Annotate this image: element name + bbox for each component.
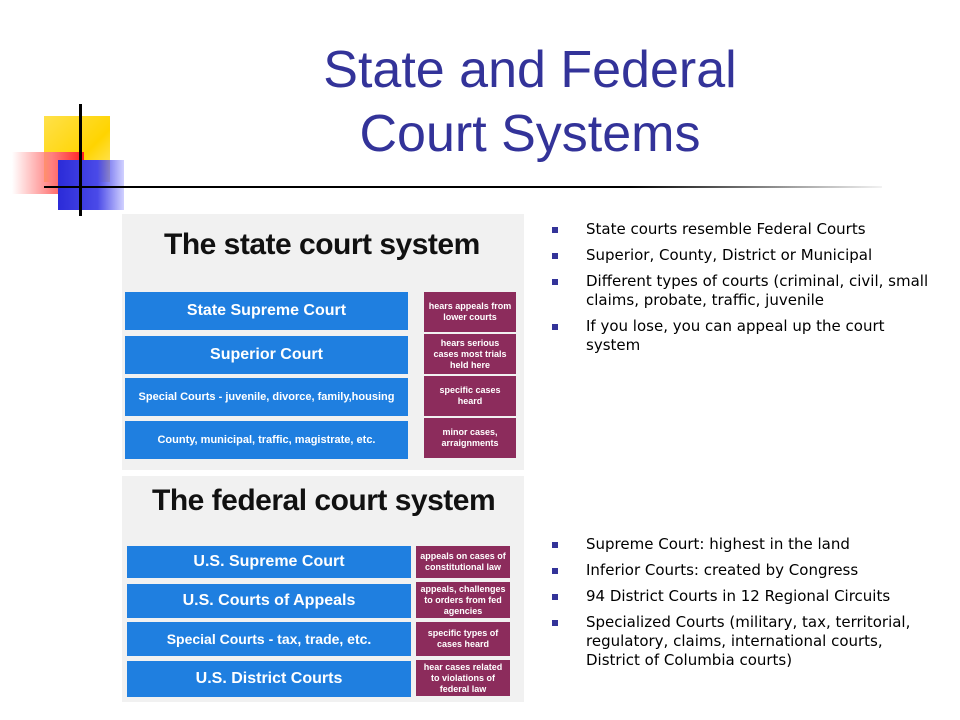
list-item: Specialized Courts (military, tax, terri… <box>552 613 932 670</box>
us-supreme-court-box: U.S. Supreme Court <box>127 546 411 578</box>
state-supreme-court-box: State Supreme Court <box>125 292 408 330</box>
slide-title-line-2: Court Systems <box>359 105 701 163</box>
list-item: If you lose, you can appeal up the court… <box>552 317 932 355</box>
list-item: Supreme Court: highest in the land <box>552 535 932 554</box>
list-item: State courts resemble Federal Courts <box>552 220 932 239</box>
slide-title-line-1: State and Federal <box>323 41 737 99</box>
list-item: 94 District Courts in 12 Regional Circui… <box>552 587 932 606</box>
list-item: Superior, County, District or Municipal <box>552 246 932 265</box>
square-bullet-icon <box>552 568 558 574</box>
square-bullet-icon <box>552 324 558 330</box>
square-bullet-icon <box>552 620 558 626</box>
decorative-vertical-line <box>79 104 82 216</box>
us-district-courts-role: hear cases related to violations of fede… <box>416 660 510 696</box>
federal-special-courts-box: Special Courts - tax, trade, etc. <box>127 622 411 656</box>
us-supreme-court-role: appeals on cases of constitutional law <box>416 546 510 578</box>
state-local-courts-role: minor cases, arraignments <box>424 418 516 458</box>
state-special-courts-box: Special Courts - juvenile, divorce, fami… <box>125 378 408 416</box>
us-district-courts-box: U.S. District Courts <box>127 661 411 697</box>
list-item: Different types of courts (criminal, civ… <box>552 272 932 310</box>
us-courts-of-appeals-box: U.S. Courts of Appeals <box>127 584 411 618</box>
square-bullet-icon <box>552 542 558 548</box>
decorative-blue-square <box>58 160 124 210</box>
us-courts-of-appeals-role: appeals, challenges to orders from fed a… <box>416 582 510 618</box>
state-local-courts-box: County, municipal, traffic, magistrate, … <box>125 421 408 459</box>
state-special-courts-role: specific cases heard <box>424 376 516 416</box>
square-bullet-icon <box>552 253 558 259</box>
state-court-heading: The state court system <box>164 228 480 261</box>
superior-court-role: hears serious cases most trials held her… <box>424 334 516 374</box>
square-bullet-icon <box>552 594 558 600</box>
state-bullet-list: State courts resemble Federal Courts Sup… <box>552 220 932 362</box>
square-bullet-icon <box>552 227 558 233</box>
superior-court-box: Superior Court <box>125 336 408 374</box>
federal-special-courts-role: specific types of cases heard <box>416 622 510 656</box>
federal-bullet-list: Supreme Court: highest in the land Infer… <box>552 535 932 677</box>
square-bullet-icon <box>552 279 558 285</box>
title-underline <box>44 186 882 188</box>
list-item: Inferior Courts: created by Congress <box>552 561 932 580</box>
federal-court-heading: The federal court system <box>152 484 496 517</box>
slide-title: State and Federal Court Systems <box>200 38 860 166</box>
state-supreme-court-role: hears appeals from lower courts <box>424 292 516 332</box>
